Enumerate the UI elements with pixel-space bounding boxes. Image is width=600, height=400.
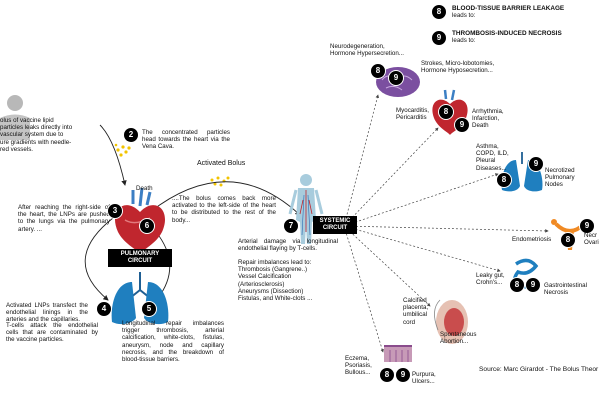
- arrow-to-heart: [99, 124, 127, 186]
- legend-8-sub: leads to:: [452, 12, 476, 19]
- lungs-outcome-8: Asthma, COPD, ILD, Pleural Diseases...: [476, 143, 509, 172]
- step-badge-3: 3: [107, 203, 123, 219]
- lungs-outcome-9: Necrotized Pulmonary Nodes: [545, 167, 575, 189]
- pulmonary-circuit-label: PULMONARY CIRCUIT: [108, 249, 172, 267]
- activated-bolus-label: Activated Bolus: [197, 160, 246, 167]
- repair-text: Repair imbalances lead to: Thrombosis (G…: [238, 259, 313, 303]
- source-credit: Source: Marc Girardot - The Bolus Theor: [479, 366, 599, 373]
- placenta-outcome-9: Spontaneous Abortion...: [440, 331, 477, 346]
- arrow-heart-to-body: [149, 181, 301, 216]
- placenta-outcome-8: Calcified placenta, umbilical cord: [403, 297, 429, 326]
- uterus-badge-9: 9: [579, 218, 595, 234]
- body-icon: [288, 174, 324, 244]
- step-badge-7: 7: [283, 218, 299, 234]
- skin-badge-9: 9: [395, 367, 411, 383]
- step6-text: ....The bolus comes back more activated …: [172, 195, 276, 224]
- step5-text: Longitudinal repair imbalances trigger t…: [122, 320, 224, 364]
- gut-outcome-9: Gastrointestinal Necrosis: [544, 282, 587, 297]
- step7-text: Arterial damage via longitudinal endothe…: [238, 238, 338, 253]
- uterus-outcome-8: Endometriosis: [512, 236, 552, 243]
- particles-icon: [114, 143, 131, 157]
- intro-text: olus of vaccine lipid particles leaks di…: [0, 117, 73, 153]
- brain-badge-9: 9: [388, 70, 404, 86]
- gut-outcome-8: Leaky gut, Crohn's...: [476, 272, 505, 287]
- gut-badge-8: 8: [509, 277, 525, 293]
- systemic-circuit-label: SYSTEMIC CIRCUIT: [313, 216, 357, 234]
- skin-outcome-9: Purpura, Ulcers...: [412, 371, 436, 386]
- gut-badge-9: 9: [525, 277, 541, 293]
- step3-text: After reaching the right-side of the hea…: [18, 204, 110, 233]
- lungs-badge-8: 8: [496, 172, 512, 188]
- heart-outcome-9: Arrhythmia, Infarction, Death: [472, 108, 504, 130]
- heart-outcome-8: Myocarditis, Pericarditis: [396, 107, 430, 122]
- step-badge-5: 5: [141, 301, 157, 317]
- skin-badge-8: 8: [379, 367, 395, 383]
- uterus-outcome-9: Necr Ovari: [584, 232, 599, 247]
- legend-badge-8: 8: [431, 4, 447, 20]
- uterus-badge-8: 8: [560, 232, 576, 248]
- legend-8-title: BLOOD-TISSUE BARRIER LEAKAGE: [452, 5, 565, 12]
- brain-outcome-9: Strokes, Micro-lobotomies, Hormone Hypos…: [421, 60, 495, 75]
- person-icon: [0, 95, 30, 140]
- lungs-badge-9: 9: [528, 156, 544, 172]
- heart-badge-9: 9: [454, 117, 470, 133]
- step2-text: The concentrated particles head towards …: [142, 129, 230, 151]
- skin-outcome-8: Eczema, Psoriasis, Bullous...: [345, 355, 372, 377]
- outcome-arrows: [343, 94, 549, 353]
- brain-badge-8: 8: [370, 63, 386, 79]
- heart-badge-8: 8: [438, 104, 454, 120]
- skin-icon: [384, 345, 412, 362]
- legend-badge-9: 9: [431, 30, 447, 46]
- brain-outcome-8: Neurodegeneration, Hormone Hypersecretio…: [330, 43, 404, 58]
- step-badge-4: 4: [96, 301, 112, 317]
- placenta-icon: [434, 299, 468, 344]
- arrow-heart-to-lungs: [84, 217, 114, 301]
- step-badge-2: 2: [123, 127, 139, 143]
- legend-9-title: THROMBOSIS-INDUCED NECROSIS: [452, 30, 562, 37]
- tcells-text: T-cells attack the endothelial cells tha…: [6, 322, 98, 344]
- step-badge-6: 6: [139, 218, 155, 234]
- death-label: Death: [136, 185, 153, 192]
- legend-9-sub: leads to:: [452, 37, 476, 44]
- lungs-icon: [111, 272, 169, 325]
- step4-text: Activated LNPs transfect the endothelial…: [6, 302, 88, 324]
- activated-bolus-icon: [210, 176, 230, 187]
